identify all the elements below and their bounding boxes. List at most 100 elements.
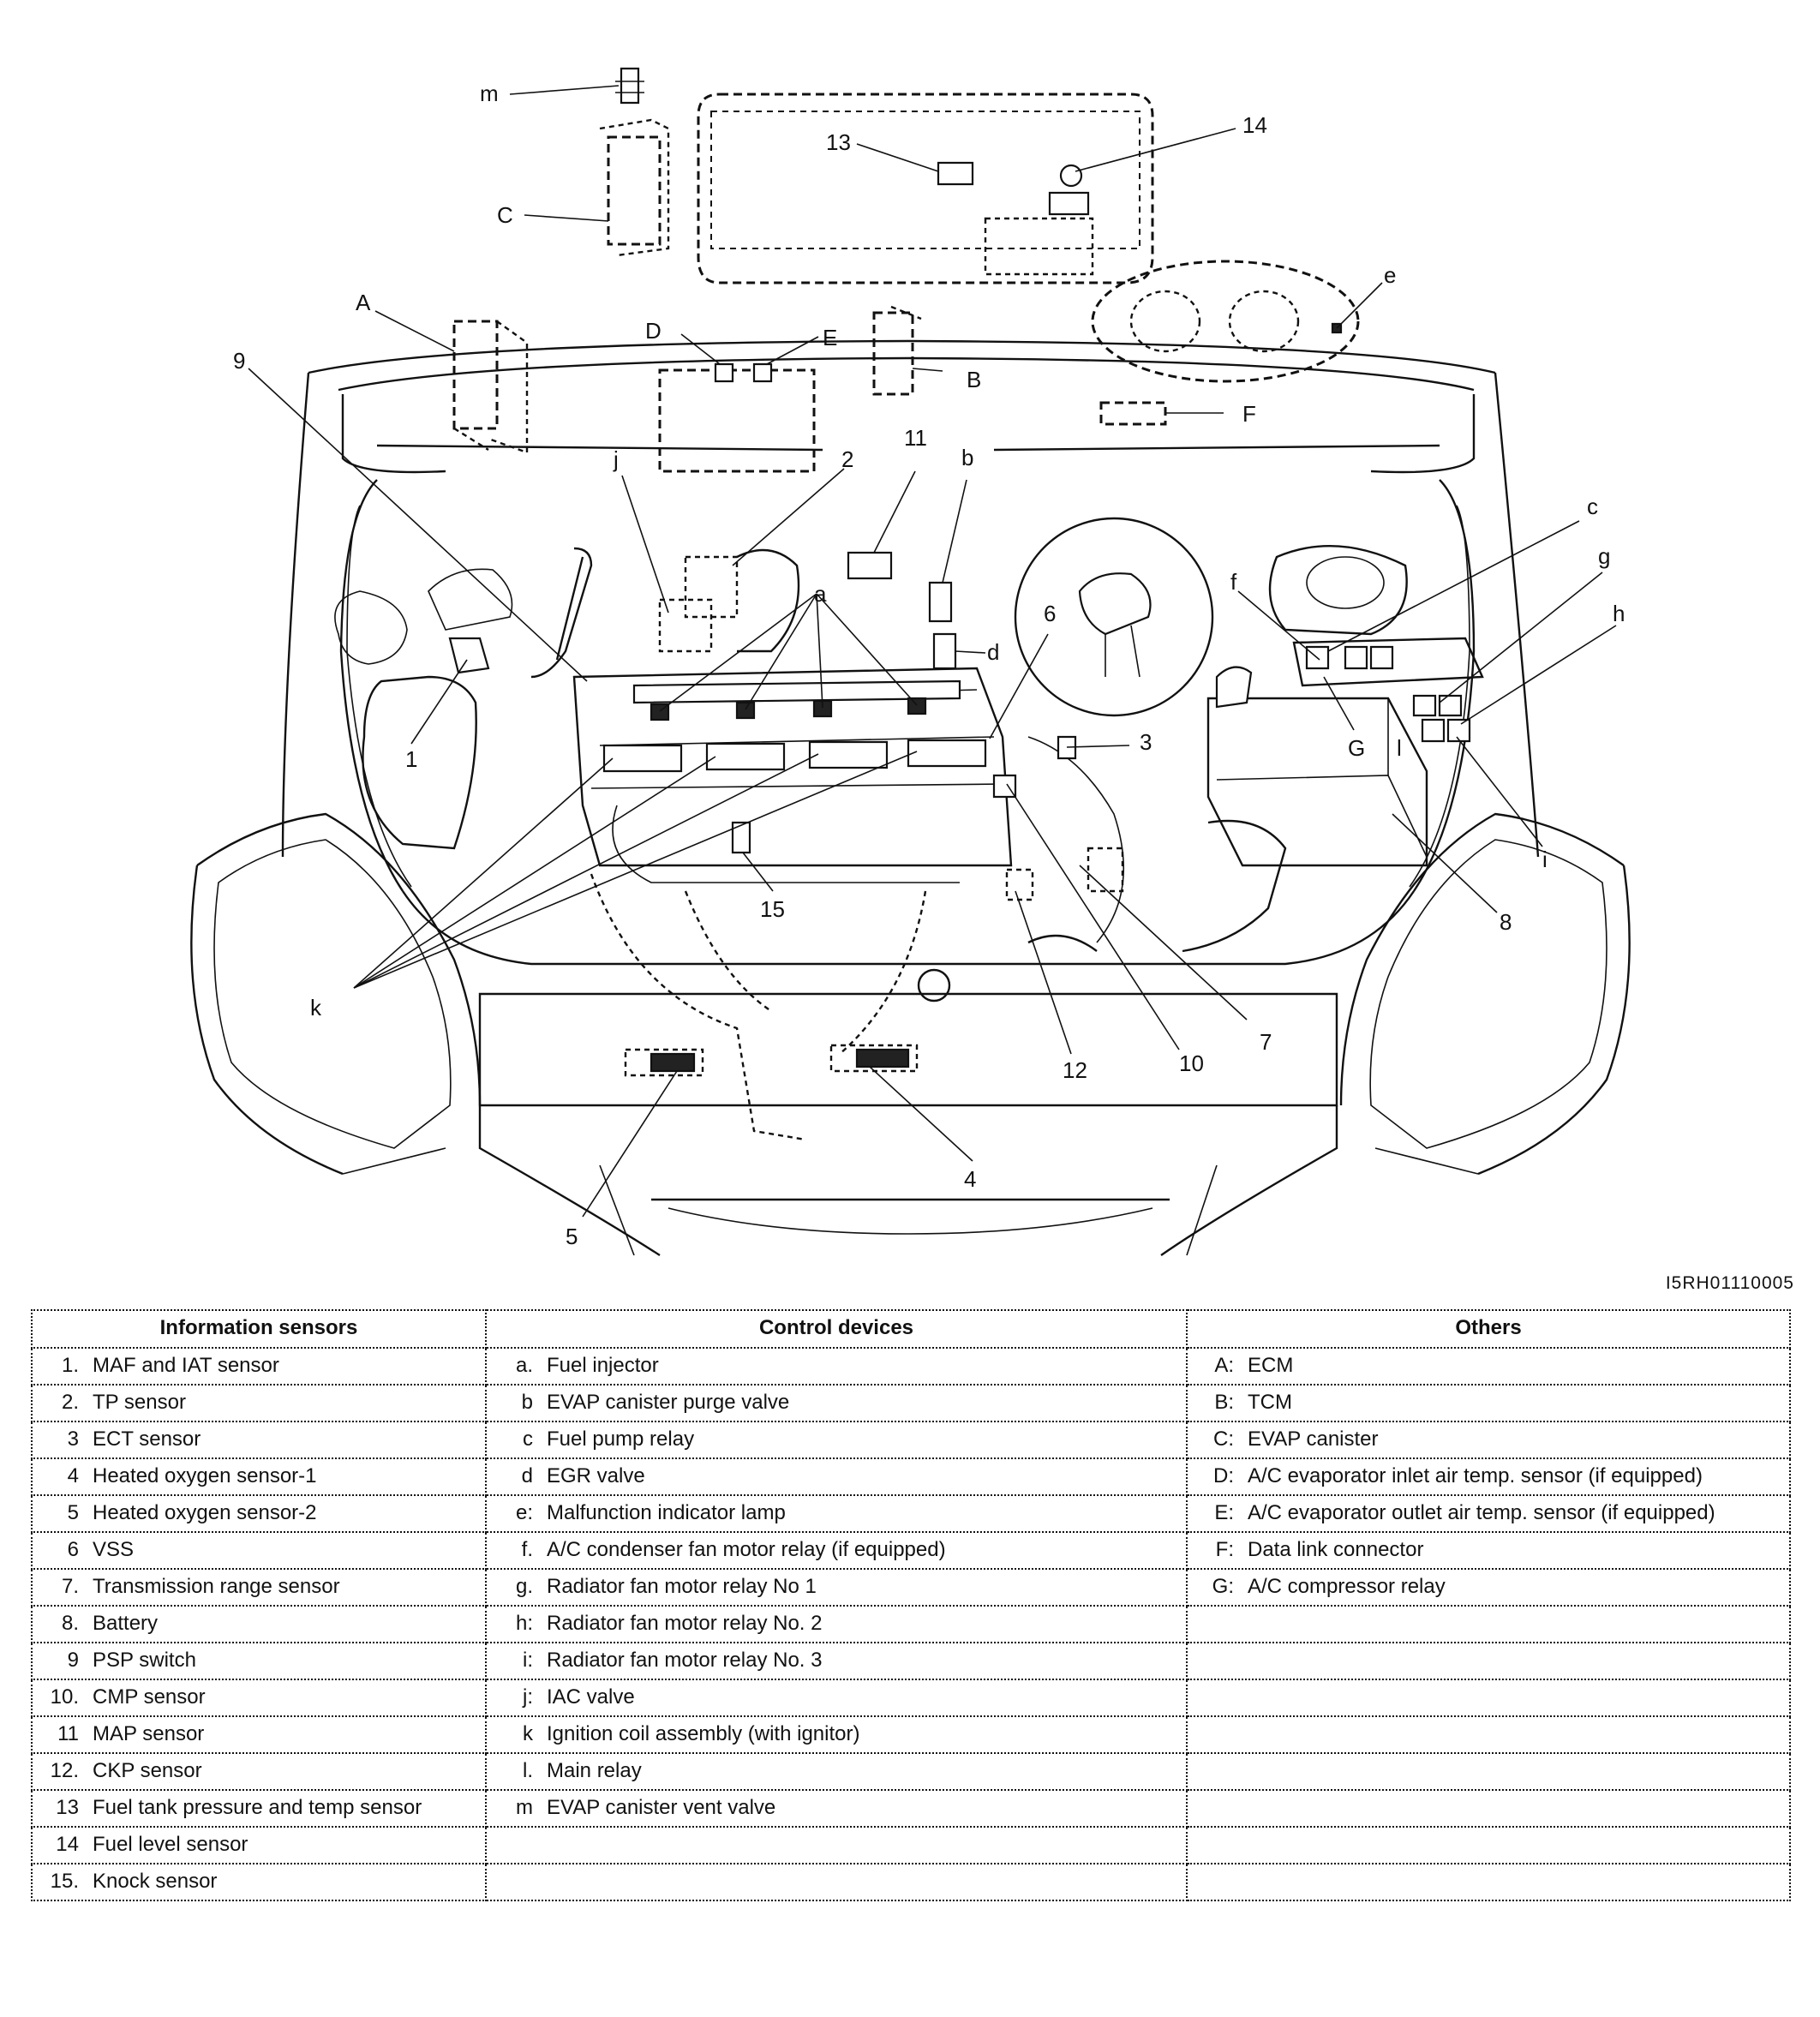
other-cell xyxy=(1186,1605,1791,1643)
other-label: A/C evaporator inlet air temp. sensor (i… xyxy=(1248,1464,1703,1487)
info-sensor-key: 13 xyxy=(56,1796,79,1819)
control-device-cell xyxy=(485,1826,1188,1864)
callout-4: 4 xyxy=(964,1166,976,1192)
legend-row: 10.CMP sensor j:IAC valve xyxy=(31,1679,1791,1717)
control-device-key: c xyxy=(523,1427,533,1451)
callout-f: f xyxy=(1230,569,1237,595)
info-sensor-label: ECT sensor xyxy=(93,1427,201,1451)
control-device-key: h: xyxy=(515,1612,533,1635)
callout-5: 5 xyxy=(566,1224,578,1249)
other-cell xyxy=(1186,1642,1791,1680)
control-device-cell: l.Main relay xyxy=(485,1752,1188,1791)
info-sensor-label: CMP sensor xyxy=(93,1685,206,1709)
control-device-label: IAC valve xyxy=(547,1685,635,1709)
callout-e: e xyxy=(1384,262,1396,288)
evap-canister-shape xyxy=(599,67,670,257)
control-device-key: l. xyxy=(523,1759,533,1782)
info-sensor-key: 2. xyxy=(61,1391,79,1414)
info-sensor-cell: 11 MAP sensor xyxy=(31,1715,487,1754)
info-sensor-entry: 10.CMP sensor xyxy=(39,1684,478,1710)
control-device-entry: i:Radiator fan motor relay No. 3 xyxy=(494,1647,1179,1673)
tcm-box-shape xyxy=(872,305,922,396)
control-device-label: Fuel injector xyxy=(547,1354,659,1377)
control-device-entry: h: Radiator fan motor relay No. 2 xyxy=(494,1610,1179,1637)
figure-code: I5RH01110005 xyxy=(1665,1273,1794,1293)
control-device-cell: f.A/C condenser fan motor relay (if equi… xyxy=(485,1531,1188,1570)
info-sensor-cell: 8.Battery xyxy=(31,1605,487,1643)
callout-l: l xyxy=(1397,735,1402,761)
legend-row: 12. CKP sensor l.Main relay xyxy=(31,1752,1791,1791)
header-others: Others xyxy=(1186,1309,1791,1349)
info-sensor-cell: 3 ECT sensor xyxy=(31,1421,487,1459)
instrument-cluster-shape xyxy=(1091,260,1360,383)
other-label: EVAP canister xyxy=(1248,1427,1379,1451)
callout-1: 1 xyxy=(405,746,417,772)
control-device-cell: h: Radiator fan motor relay No. 2 xyxy=(485,1605,1188,1643)
info-sensor-key: 9 xyxy=(67,1649,79,1672)
callout-i: i xyxy=(1542,847,1548,872)
info-sensor-entry: 8.Battery xyxy=(39,1610,478,1637)
info-sensor-key: 3 xyxy=(67,1427,79,1451)
callout-6: 6 xyxy=(1044,601,1056,626)
info-sensor-cell: 1.MAF and IAT sensor xyxy=(31,1347,487,1386)
control-device-label: Malfunction indicator lamp xyxy=(547,1501,786,1524)
legend-row: 8.Battery h: Radiator fan motor relay No. … xyxy=(31,1605,1791,1643)
control-device-label: Radiator fan motor relay No. 2 xyxy=(547,1612,823,1635)
control-device-label: EGR valve xyxy=(547,1464,645,1487)
control-device-entry: d EGR valve xyxy=(494,1463,1179,1489)
engine-contents xyxy=(334,517,1484,1141)
info-sensor-key: 4 xyxy=(67,1464,79,1487)
info-sensor-label: Knock sensor xyxy=(93,1870,218,1893)
callout-m: m xyxy=(480,81,499,106)
callout-15: 15 xyxy=(760,896,785,922)
fuel-tank-outline xyxy=(697,93,1154,284)
other-key: C: xyxy=(1213,1427,1234,1451)
callout-C: C xyxy=(497,202,513,228)
info-sensor-key: 11 xyxy=(57,1722,79,1745)
info-sensor-entry: 7.Transmission range sensor xyxy=(39,1573,478,1600)
info-sensor-key: 12. xyxy=(50,1759,79,1782)
control-device-key: b xyxy=(521,1391,533,1414)
info-sensor-cell: 12. CKP sensor xyxy=(31,1752,487,1791)
info-sensor-cell: 10.CMP sensor xyxy=(31,1679,487,1717)
control-device-cell: a. Fuel injector xyxy=(485,1347,1188,1386)
info-sensor-label: MAP sensor xyxy=(93,1722,205,1745)
control-device-cell: j:IAC valve xyxy=(485,1679,1188,1717)
control-device-key: e: xyxy=(515,1501,533,1524)
other-cell: C: EVAP canister xyxy=(1186,1421,1791,1459)
other-cell: F:Data link connector xyxy=(1186,1531,1791,1570)
header-info-sensors: Information sensors xyxy=(31,1309,487,1349)
control-device-entry: a. Fuel injector xyxy=(494,1352,1179,1379)
other-cell xyxy=(1186,1826,1791,1864)
control-device-label: EVAP canister vent valve xyxy=(547,1796,776,1819)
other-entry: E:A/C evaporator outlet air temp. sensor… xyxy=(1194,1499,1782,1526)
other-label: TCM xyxy=(1248,1391,1292,1414)
leader-lines xyxy=(248,85,1617,1218)
info-sensor-label: Battery xyxy=(93,1612,159,1635)
info-sensor-label: CKP sensor xyxy=(93,1759,202,1782)
control-device-cell: e: Malfunction indicator lamp xyxy=(485,1494,1188,1533)
control-device-key: f. xyxy=(521,1538,533,1561)
other-entry: G:A/C compressor relay xyxy=(1194,1573,1782,1600)
info-sensor-entry: 2.TP sensor xyxy=(39,1389,478,1415)
control-device-key: d xyxy=(521,1464,533,1487)
other-key: F: xyxy=(1215,1538,1234,1561)
control-device-key: a. xyxy=(515,1354,533,1377)
callout-k: k xyxy=(310,995,322,1020)
callout-7: 7 xyxy=(1260,1029,1272,1055)
other-cell: B:TCM xyxy=(1186,1384,1791,1422)
callout-13: 13 xyxy=(826,129,851,155)
other-cell xyxy=(1186,1789,1791,1828)
